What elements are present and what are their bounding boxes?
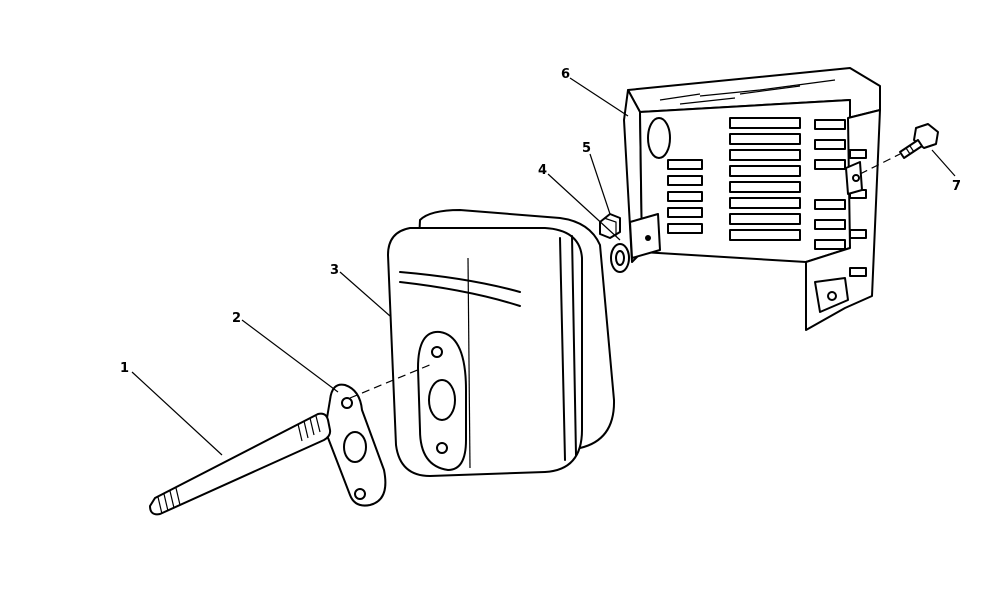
leader-lines <box>131 77 956 456</box>
assembly-center-lines <box>349 153 901 399</box>
hex-screw <box>899 123 939 159</box>
hex-nut <box>599 213 621 239</box>
muffler <box>387 209 616 477</box>
heat-shield <box>623 67 881 331</box>
callout-5: 5 <box>582 141 591 156</box>
callout-labels: 1 2 3 4 5 6 7 <box>120 67 961 376</box>
gasket <box>324 383 387 507</box>
callout-2: 2 <box>232 311 241 326</box>
callout-6: 6 <box>561 67 570 82</box>
callout-3: 3 <box>330 263 339 278</box>
callout-1: 1 <box>120 361 129 376</box>
lock-washer <box>610 243 630 273</box>
callout-4: 4 <box>538 163 547 178</box>
stud-bolt <box>149 412 332 516</box>
callout-7: 7 <box>952 179 961 194</box>
